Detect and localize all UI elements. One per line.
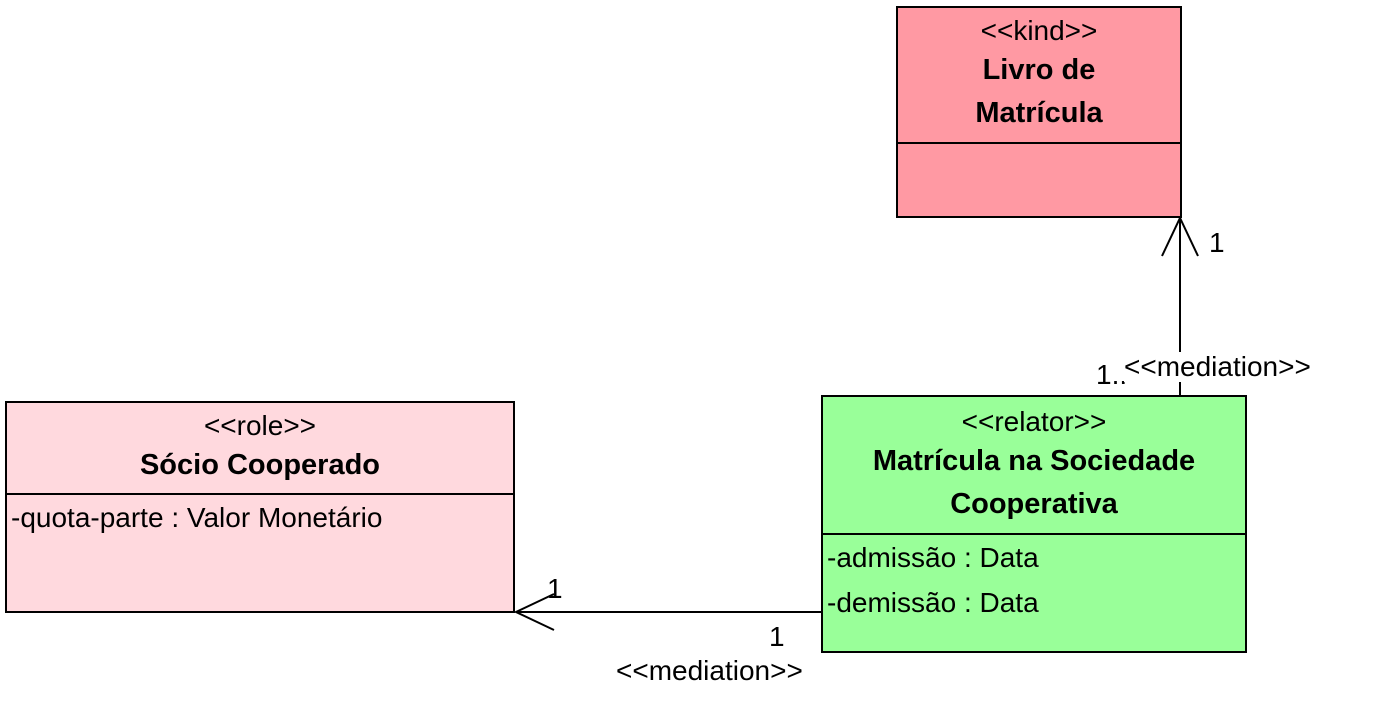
- stereotype-label: <<kind>>: [980, 15, 1098, 46]
- multiplicity-livro-target: 1: [1209, 227, 1225, 258]
- class-name: Sócio Cooperado: [139, 449, 381, 481]
- mediation-stereotype-livro: <<mediation>>: [1124, 351, 1311, 382]
- attributes-compartment: -quota-parte : Valor Monetário: [7, 495, 513, 540]
- stereotype-label: <<relator>>: [961, 406, 1107, 437]
- class-matricula-sociedade-cooperativa[interactable]: <<relator>> Matrícula na Sociedade Coope…: [821, 395, 1247, 653]
- class-socio-cooperado[interactable]: <<role>> Sócio Cooperado -quota-parte : …: [5, 401, 515, 613]
- multiplicity-socio-source: 1: [769, 621, 785, 652]
- attribute-quota-parte: -quota-parte : Valor Monetário: [11, 502, 383, 533]
- mediation-stereotype-socio: <<mediation>>: [616, 655, 803, 686]
- class-name-line1: Livro de: [982, 54, 1096, 86]
- class-name-line1: Matrícula na Sociedade: [872, 445, 1196, 477]
- attribute-demissao: -demissão : Data: [827, 587, 1039, 618]
- attributes-compartment: -admissão : Data -demissão : Data: [823, 535, 1245, 625]
- class-livro-de-matricula[interactable]: <<kind>> Livro de Matrícula: [896, 6, 1182, 218]
- class-header: <<kind>> Livro de Matrícula: [898, 8, 1180, 144]
- arrowhead-livro: [1161, 215, 1199, 257]
- arrowhead-socio: [513, 593, 555, 631]
- attribute-admissao: -admissão : Data: [827, 542, 1039, 573]
- stereotype-label: <<role>>: [203, 410, 317, 441]
- class-name-line2: Matrícula: [975, 97, 1103, 129]
- class-header: <<relator>> Matrícula na Sociedade Coope…: [823, 397, 1245, 535]
- class-header: <<role>> Sócio Cooperado: [7, 403, 513, 495]
- multiplicity-socio-target: 1: [547, 573, 563, 604]
- class-name-line2: Cooperativa: [950, 488, 1118, 520]
